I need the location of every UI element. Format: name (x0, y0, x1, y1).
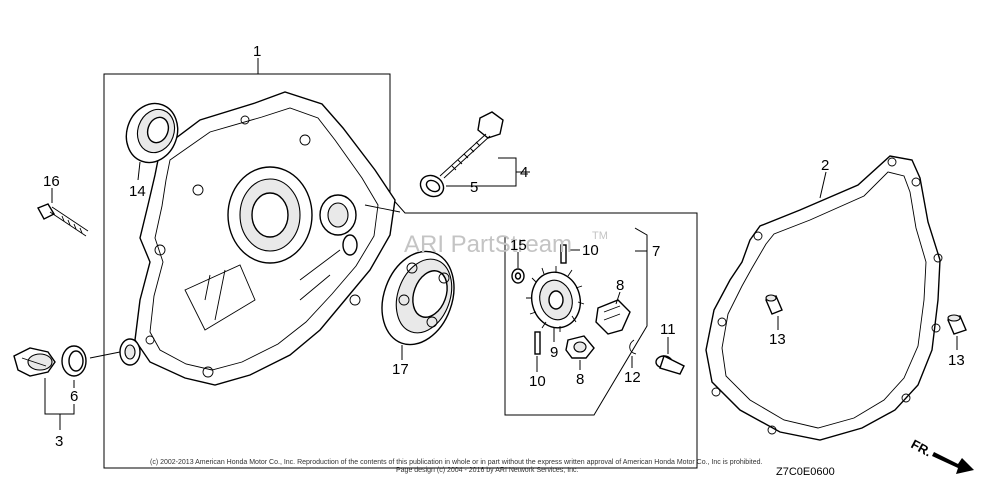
watermark-tm: TM (592, 230, 608, 242)
dowel-pin-13-left[interactable] (765, 294, 783, 315)
watermark: ARI PartStream (404, 231, 572, 258)
callout-8a: 8 (616, 277, 624, 294)
flange-bolt-16[interactable] (37, 203, 89, 237)
o-ring-5[interactable] (417, 171, 448, 200)
callout-8b: 8 (576, 371, 584, 388)
group-bracket-1 (103, 73, 698, 469)
dipstick-4[interactable] (439, 111, 504, 179)
bracket-4-5 (446, 157, 530, 187)
filler-neck (119, 338, 141, 366)
callout-6: 6 (70, 388, 78, 405)
crankcase-cover[interactable] (134, 91, 401, 386)
callout-2: 2 (821, 157, 829, 174)
callout-15: 15 (510, 237, 527, 254)
governor-shaft-11[interactable] (655, 355, 685, 375)
o-ring-6[interactable] (61, 345, 87, 377)
diagram-code: Z7C0E0600 (776, 466, 835, 478)
callout-3: 3 (55, 433, 63, 450)
leader-14 (137, 161, 141, 181)
bracket-3 (44, 378, 75, 430)
direction-label: FR. (909, 436, 935, 459)
group-bracket-7 (504, 227, 648, 416)
leader-neck (89, 351, 121, 359)
callout-14: 14 (129, 183, 146, 200)
ball-bearing-17[interactable] (370, 241, 467, 354)
callout-12: 12 (624, 369, 641, 386)
callout-13b: 13 (948, 352, 965, 369)
governor-slider-8[interactable] (565, 335, 595, 359)
callout-7: 7 (652, 243, 660, 260)
front-direction-arrow-icon (932, 452, 974, 474)
governor-weight-8[interactable] (595, 299, 631, 335)
callout-9: 9 (550, 344, 558, 361)
dowel-pin-13-right[interactable] (947, 314, 967, 335)
callout-16: 16 (43, 173, 60, 190)
oil-seal-14[interactable] (118, 96, 186, 169)
callout-10b: 10 (529, 373, 546, 390)
case-gasket-2[interactable] (705, 155, 943, 441)
page-design-notice: Page design (c) 2004 - 2016 by ARI Netwo… (396, 467, 579, 474)
washer-15[interactable] (511, 268, 525, 284)
pin-10-upper[interactable] (560, 244, 567, 264)
clip-12[interactable] (629, 339, 637, 355)
callout-1: 1 (253, 43, 261, 60)
copyright-notice: (c) 2002-2013 American Honda Motor Co., … (150, 459, 762, 466)
leader-8a (615, 291, 621, 305)
callout-5: 5 (470, 179, 478, 196)
pin-10-lower[interactable] (534, 331, 541, 355)
callout-13a: 13 (769, 331, 786, 348)
callout-10a: 10 (582, 242, 599, 259)
governor-gear-9[interactable] (526, 266, 587, 333)
callout-4: 4 (520, 164, 528, 181)
oil-filler-cap-3[interactable] (13, 347, 56, 377)
callout-17: 17 (392, 361, 409, 378)
callout-11: 11 (660, 321, 676, 338)
leader-2 (819, 171, 827, 199)
